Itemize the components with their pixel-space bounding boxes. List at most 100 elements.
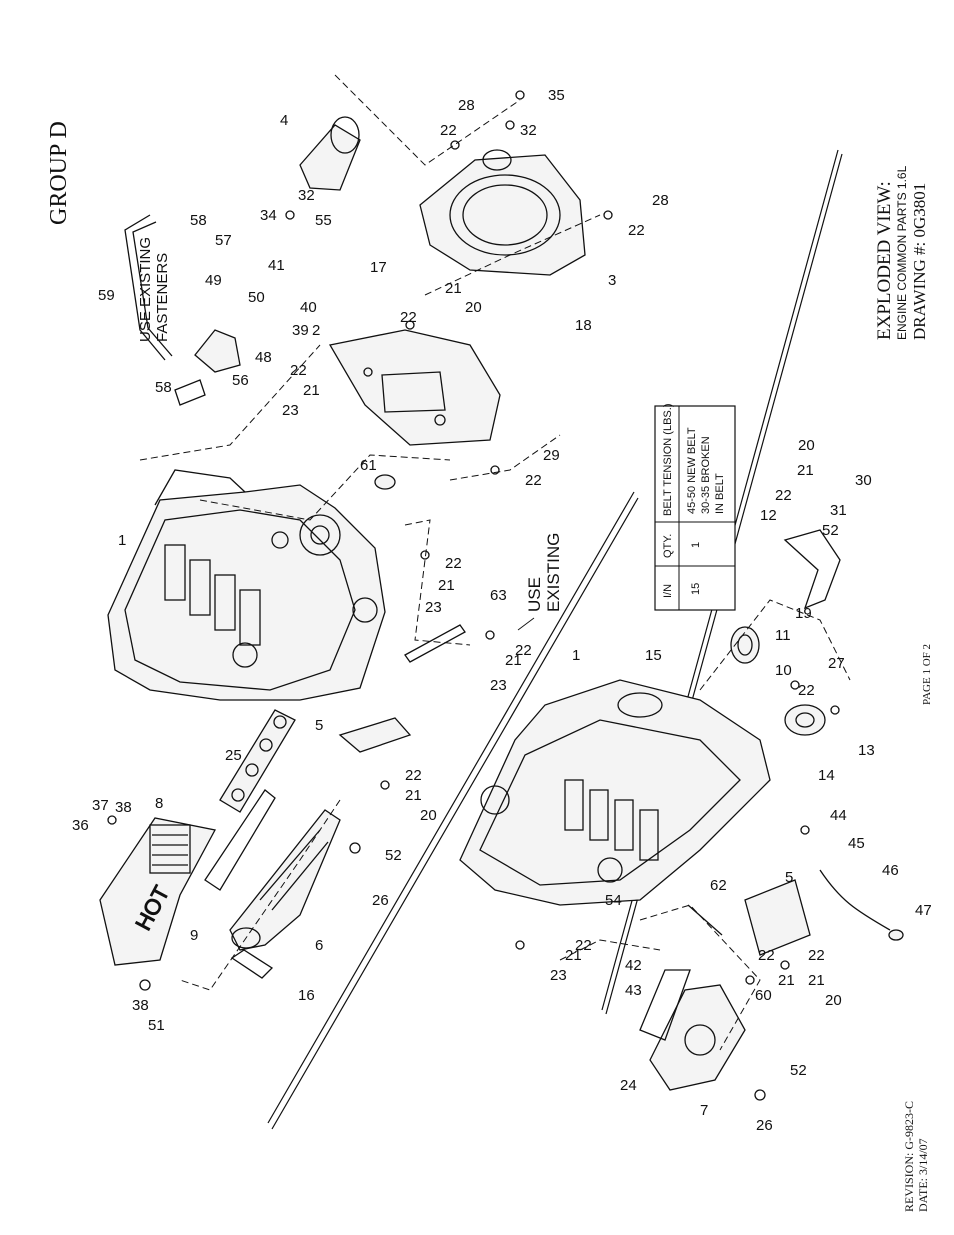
explode-line-i xyxy=(699,599,851,691)
callout-6: 6 xyxy=(315,937,323,954)
callout-21-g: 21 xyxy=(565,947,582,964)
explode-line-g xyxy=(404,519,471,646)
callout-22-a: 22 xyxy=(440,122,457,139)
exhaust-manifold-upper xyxy=(229,809,341,951)
revision-text: REVISION: G-9823-C xyxy=(902,1101,916,1212)
callout-23-b: 23 xyxy=(425,599,442,616)
svg-text:EXISTING: EXISTING xyxy=(544,533,563,612)
callout-5-upper: 5 xyxy=(315,717,323,734)
callout-21-c: 21 xyxy=(438,577,455,594)
callout-4: 4 xyxy=(280,112,288,129)
callout-24: 24 xyxy=(620,1077,637,1094)
manifold-gasket-25 xyxy=(219,709,296,813)
callout-21-a: 21 xyxy=(445,280,462,297)
callout-48: 48 xyxy=(255,349,272,366)
callout-60: 60 xyxy=(755,987,772,1004)
starter-motor xyxy=(299,116,361,191)
svg-text:FASTENERS: FASTENERS xyxy=(154,253,171,342)
title-line-2: ENGINE COMMON PARTS 1.6L xyxy=(895,165,909,340)
explode-line-c xyxy=(334,74,521,166)
callout-21-d: 21 xyxy=(505,652,522,669)
bracket-5-lower xyxy=(744,879,811,956)
table-header-tension: BELT TENSION (LBS.) xyxy=(662,404,674,516)
note-use-existing: USE EXISTING xyxy=(525,533,563,612)
callout-57: 57 xyxy=(215,232,232,249)
dipstick-62 xyxy=(687,904,723,936)
callout-52-b: 52 xyxy=(822,522,839,539)
explode-line-a xyxy=(139,344,321,461)
callout-30: 30 xyxy=(855,472,872,489)
callout-1-upper: 1 xyxy=(118,532,126,549)
explode-line-e xyxy=(449,434,561,481)
callout-22-j: 22 xyxy=(575,937,592,954)
callout-50: 50 xyxy=(248,289,265,306)
callout-46: 46 xyxy=(882,862,899,879)
bracket-5-upper xyxy=(338,717,412,753)
callout-17: 17 xyxy=(370,259,387,276)
callout-2: 2 xyxy=(312,322,320,339)
callout-47: 47 xyxy=(915,902,932,919)
bracket-63 xyxy=(404,624,466,663)
engine-block-upper xyxy=(107,469,386,701)
callout-22-m: 22 xyxy=(290,362,307,379)
divider-line-upper-1 xyxy=(267,491,635,1124)
callout-26-a: 26 xyxy=(372,892,389,909)
callout-3: 3 xyxy=(608,272,616,289)
callout-9: 9 xyxy=(190,927,198,944)
callout-10: 10 xyxy=(775,662,792,679)
callout-22-g: 22 xyxy=(775,487,792,504)
exhaust-manifold-lower xyxy=(639,969,746,1091)
title-block: EXPLODED VIEW: ENGINE COMMON PARTS 1.6L … xyxy=(874,165,929,340)
table-header-qty: QTY. xyxy=(662,534,674,558)
thermostat-housing xyxy=(124,214,241,406)
table-cell-in: 15 xyxy=(690,583,702,595)
callout-49: 49 xyxy=(205,272,222,289)
oil-line-46 xyxy=(819,869,891,931)
callout-51: 51 xyxy=(148,1017,165,1034)
callout-21-e: 21 xyxy=(797,462,814,479)
belt-tension-table: I/N QTY. BELT TENSION (LBS.) 15 1 45-50 … xyxy=(654,404,736,611)
callout-36: 36 xyxy=(72,817,89,834)
callout-23-d: 23 xyxy=(550,967,567,984)
callout-16: 16 xyxy=(298,987,315,1004)
date-text: DATE: 3/14/07 xyxy=(916,1138,930,1212)
explode-line-b xyxy=(199,454,451,521)
callout-37: 37 xyxy=(92,797,109,814)
callout-26-b: 26 xyxy=(756,1117,773,1134)
callout-21-i: 21 xyxy=(808,972,825,989)
callout-21-h: 21 xyxy=(778,972,795,989)
callout-11: 11 xyxy=(775,627,791,644)
callout-61: 61 xyxy=(360,457,377,474)
callout-41: 41 xyxy=(268,257,285,274)
explode-line-j xyxy=(559,939,661,961)
callout-62: 62 xyxy=(710,877,727,894)
callout-35: 35 xyxy=(548,87,565,104)
callout-28-a: 28 xyxy=(458,97,475,114)
callout-45: 45 xyxy=(848,835,865,852)
callout-29: 29 xyxy=(543,447,560,464)
title-line-1: EXPLODED VIEW: xyxy=(874,181,895,340)
callout-5-lower: 5 xyxy=(785,869,793,886)
table-cell-tension-1: 45-50 NEW BELT xyxy=(686,427,698,514)
callout-52-a: 52 xyxy=(385,847,402,864)
title-line-3: DRAWING #: 0G3801 xyxy=(910,183,929,340)
pulley-tensioner xyxy=(730,529,841,736)
callout-23-c: 23 xyxy=(490,677,507,694)
callouts: 1 1 2 3 4 5 5 6 7 8 9 10 11 12 13 14 15 … xyxy=(72,87,932,1134)
callout-43: 43 xyxy=(625,982,642,999)
bell-housing xyxy=(419,149,586,276)
explode-line-h xyxy=(639,904,761,1051)
callout-20-a: 20 xyxy=(465,299,482,316)
callout-22-k: 22 xyxy=(758,947,775,964)
callout-56: 56 xyxy=(232,372,249,389)
callout-32-a: 32 xyxy=(298,187,315,204)
callout-44: 44 xyxy=(830,807,847,824)
callout-54: 54 xyxy=(605,892,622,909)
revision-block: REVISION: G-9823-C DATE: 3/14/07 xyxy=(902,1101,930,1212)
callout-15: 15 xyxy=(645,647,662,664)
callout-23-a: 23 xyxy=(282,402,299,419)
table-header-in: I/N xyxy=(662,584,674,598)
svg-text:USE EXISTING: USE EXISTING xyxy=(137,237,154,342)
callout-19: 19 xyxy=(795,605,812,622)
callout-22-b: 22 xyxy=(628,222,645,239)
